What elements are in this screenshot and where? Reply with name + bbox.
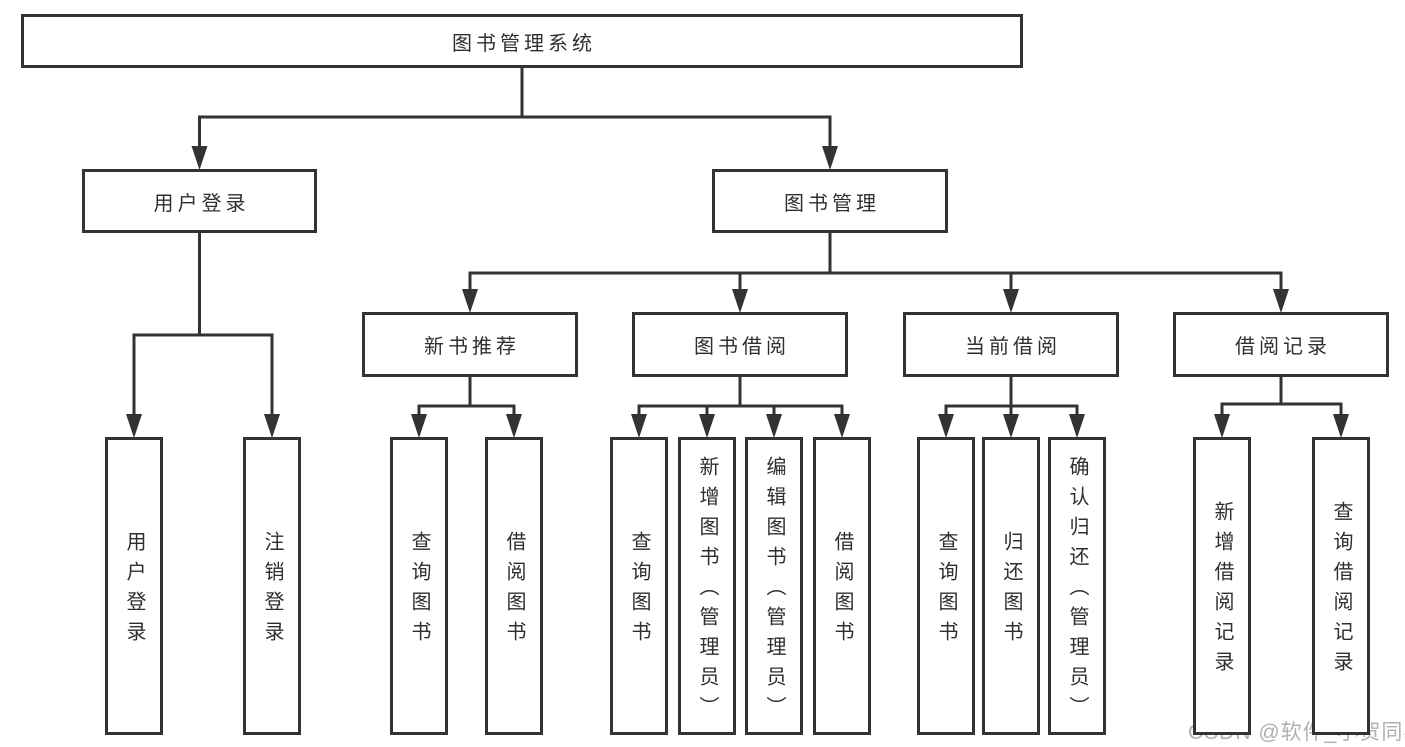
node-label: 查询图书 (935, 531, 957, 651)
node-book-borrow: 图书借阅 (632, 312, 848, 377)
node-user-login: 用户登录 (82, 169, 317, 233)
node-leaf-query-record: 查询借阅记录 (1312, 437, 1370, 735)
node-label: 借阅图书 (503, 531, 525, 651)
node-label: 查询借阅记录 (1330, 501, 1352, 681)
node-leaf-query-book-1: 查询图书 (390, 437, 448, 735)
node-label: 确认归还（管理员） (1066, 456, 1088, 726)
node-leaf-add-book: 新增图书（管理员） (678, 437, 736, 735)
node-new-book-rec: 新书推荐 (362, 312, 578, 377)
connector-user-login (126, 233, 280, 438)
connector-book-borrow (631, 377, 850, 438)
node-label: 注销登录 (261, 531, 283, 651)
node-label: 新增借阅记录 (1211, 501, 1233, 681)
node-label: 借阅图书 (831, 531, 853, 651)
node-leaf-logout: 注销登录 (243, 437, 301, 735)
node-leaf-query-book-2: 查询图书 (610, 437, 668, 735)
node-label: 查询图书 (628, 531, 650, 651)
node-leaf-borrow-book-1: 借阅图书 (485, 437, 543, 735)
node-leaf-query-book-3: 查询图书 (917, 437, 975, 735)
node-current-borrow: 当前借阅 (903, 312, 1119, 377)
node-root: 图书管理系统 (21, 14, 1023, 68)
node-label: 用户登录 (123, 531, 145, 651)
connector-book-mgmt (462, 233, 1289, 313)
node-label: 归还图书 (1000, 531, 1022, 651)
connector-borrow-records (1214, 377, 1349, 438)
node-leaf-edit-book: 编辑图书（管理员） (745, 437, 803, 735)
node-leaf-borrow-book-2: 借阅图书 (813, 437, 871, 735)
node-label: 编辑图书（管理员） (763, 456, 785, 726)
connector-new-book-rec (411, 377, 522, 438)
node-book-mgmt: 图书管理 (712, 169, 948, 233)
node-label: 新增图书（管理员） (696, 456, 718, 726)
node-label: 查询图书 (408, 531, 430, 651)
node-borrow-records: 借阅记录 (1173, 312, 1389, 377)
node-leaf-user-login: 用户登录 (105, 437, 163, 735)
connector-current-borrow (938, 377, 1085, 438)
node-leaf-return-book: 归还图书 (982, 437, 1040, 735)
node-leaf-add-record: 新增借阅记录 (1193, 437, 1251, 735)
connector-root (191, 68, 838, 170)
node-leaf-confirm-return: 确认归还（管理员） (1048, 437, 1106, 735)
